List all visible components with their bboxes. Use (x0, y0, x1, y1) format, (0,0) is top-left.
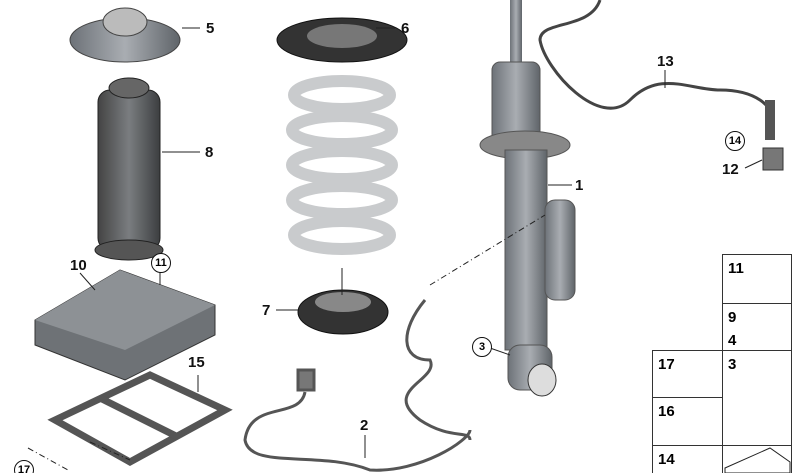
shock-absorber-part (479, 0, 576, 397)
callout-2: 2 (360, 417, 369, 434)
hardware-cell-9-4: 9 4 (722, 303, 792, 351)
callout-12: 12 (722, 161, 739, 178)
leader-dashed (27, 447, 69, 471)
hardware-number: 17 (658, 356, 675, 373)
leader-dashed (429, 214, 546, 286)
spring-seat-lower-part (276, 268, 389, 335)
hardware-cell-14: 14 (652, 445, 723, 473)
hardware-cell-17: 17 (652, 350, 723, 398)
hardware-cell-16: 16 (652, 397, 723, 446)
hardware-number: 14 (658, 451, 675, 468)
callout-15: 15 (188, 354, 205, 371)
callout-14-circled: 14 (725, 131, 745, 151)
hardware-number: 4 (728, 332, 737, 349)
callout-13: 13 (657, 53, 674, 70)
sensor-cable-part (538, 0, 775, 140)
hardware-number: 3 (728, 356, 737, 373)
callout-6: 6 (401, 20, 410, 37)
callout-1: 1 (575, 177, 584, 194)
mounting-bracket-part (47, 371, 233, 467)
callout-5: 5 (206, 20, 215, 37)
hardware-number: 16 (658, 403, 675, 420)
strut-mount-part (69, 7, 200, 63)
dust-bellows-part (94, 77, 200, 261)
spring-seat-upper-part (276, 17, 408, 63)
callout-11-circled: 11 (151, 253, 171, 273)
callout-8: 8 (205, 144, 214, 161)
wheel-sensor-cable-part (243, 299, 472, 472)
callout-7: 7 (262, 302, 271, 319)
hardware-cell-tool (722, 445, 792, 473)
hardware-number: 9 (728, 309, 737, 326)
hardware-cell-3: 3 (722, 350, 792, 446)
coil-spring-part (286, 75, 398, 255)
ride-height-sensor-part (744, 147, 784, 171)
callout-10: 10 (70, 257, 87, 274)
callout-17-circled: 17 (14, 460, 34, 473)
hardware-number: 11 (728, 260, 744, 277)
hardware-cell-11: 11 (722, 254, 792, 304)
callout-3-circled: 3 (472, 337, 492, 357)
